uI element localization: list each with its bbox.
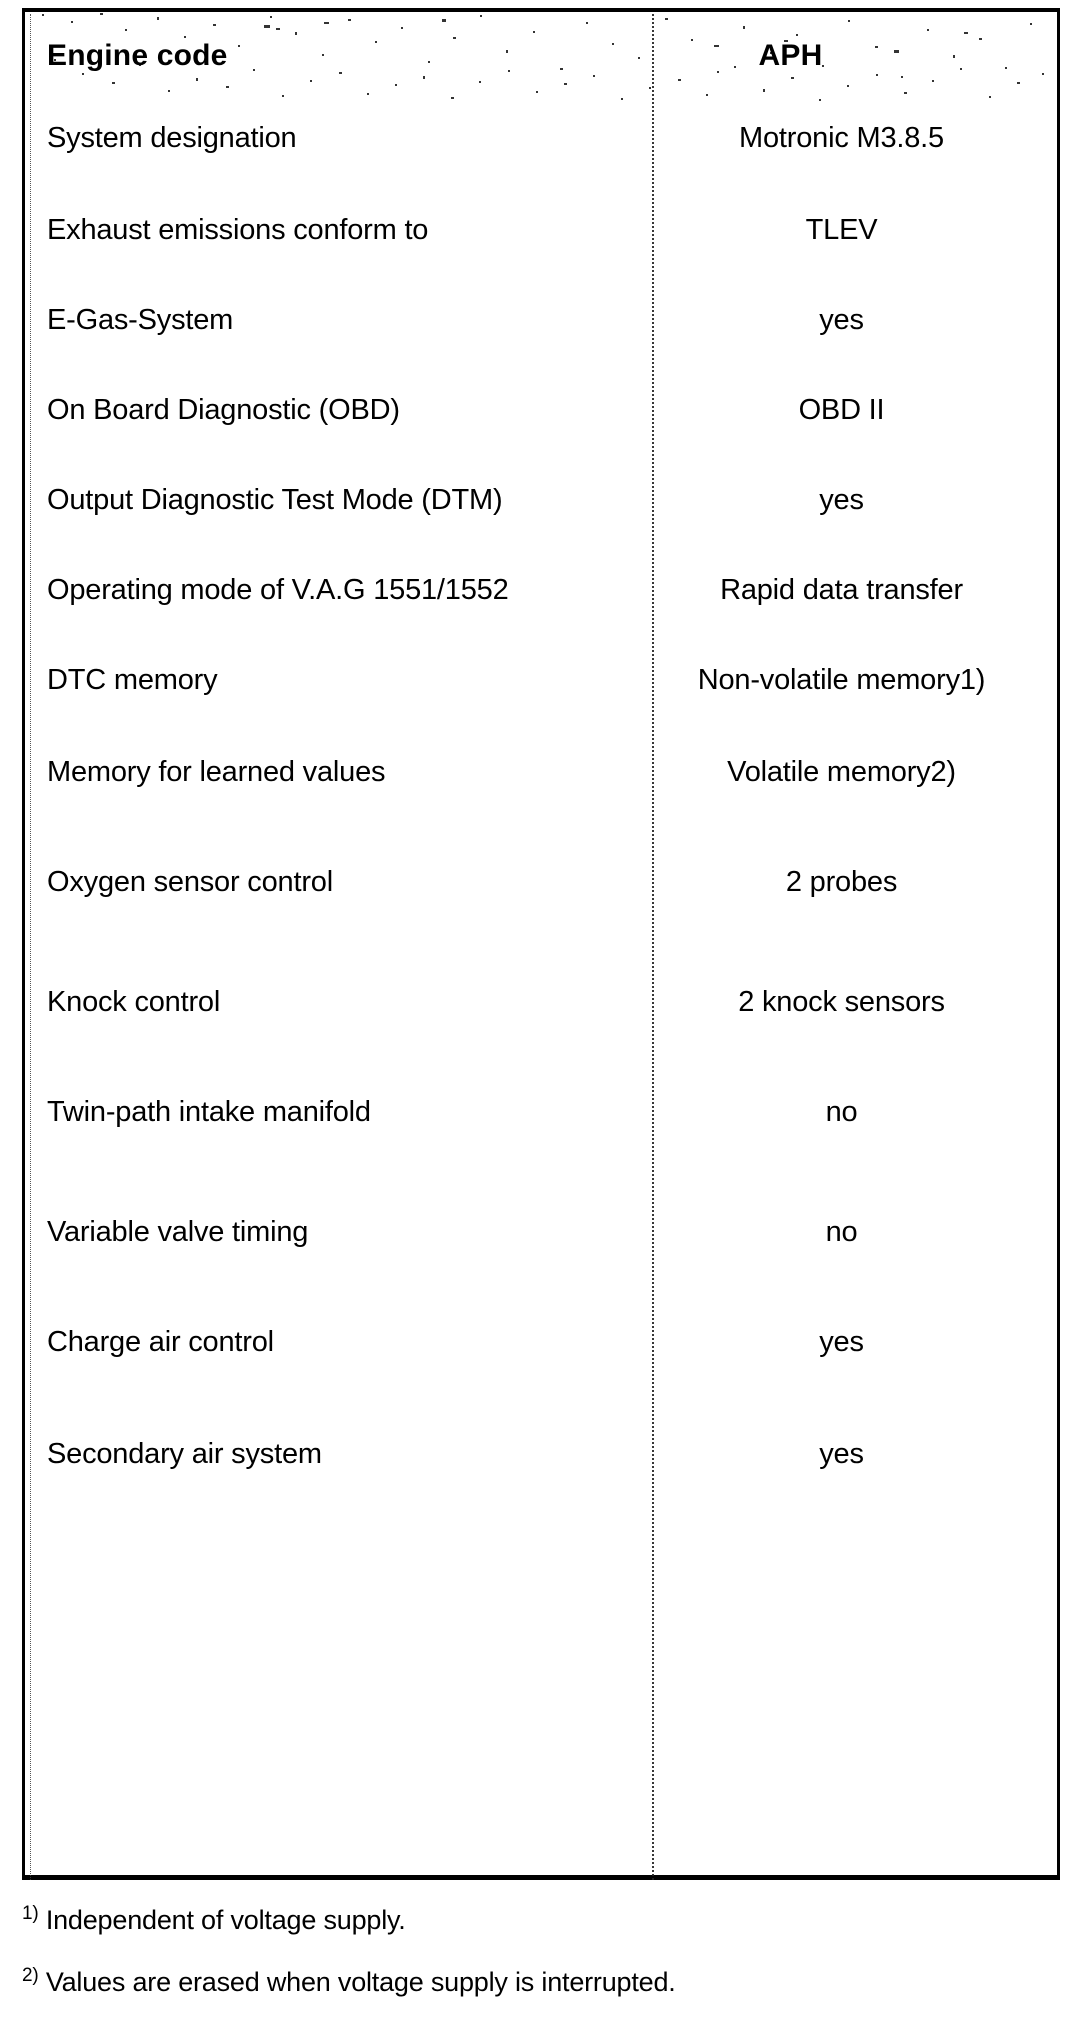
row-value: no xyxy=(825,1096,858,1128)
specification-table: Engine code APH System designation Motro… xyxy=(22,8,1060,1880)
table-row: Memory for learned values Volatile memor… xyxy=(25,750,1057,794)
row-value: yes xyxy=(819,304,864,336)
row-label: Secondary air system xyxy=(47,1438,322,1470)
row-label: Knock control xyxy=(47,986,221,1018)
row-label: Operating mode of V.A.G 1551/1552 xyxy=(47,574,509,606)
table-column-divider xyxy=(652,14,654,1880)
row-value: yes xyxy=(819,1326,864,1358)
row-value: Motronic M3.8.5 xyxy=(739,122,944,154)
row-label: Memory for learned values xyxy=(47,756,386,788)
footnote-1-marker: 1) xyxy=(22,1903,39,1924)
table-row: Operating mode of V.A.G 1551/1552 Rapid … xyxy=(25,568,1057,612)
row-label: Twin-path intake manifold xyxy=(47,1096,371,1128)
row-label: E-Gas-System xyxy=(47,304,234,336)
row-label: Charge air control xyxy=(47,1326,274,1358)
table-row: Output Diagnostic Test Mode (DTM) yes xyxy=(25,478,1057,522)
row-value: Rapid data transfer xyxy=(720,574,963,606)
table-row: E-Gas-System yes xyxy=(25,298,1057,342)
row-label: On Board Diagnostic (OBD) xyxy=(47,394,400,426)
table-left-inner-rule xyxy=(30,14,31,1880)
row-value: TLEV xyxy=(805,214,878,246)
row-value: Non-volatile memory1) xyxy=(697,664,986,696)
row-value: no xyxy=(825,1216,858,1248)
row-label: Exhaust emissions conform to xyxy=(47,214,429,246)
footnote-1-text: Independent of voltage supply. xyxy=(45,1905,406,1935)
table-row: Twin-path intake manifold no xyxy=(25,1090,1057,1134)
table-row: DTC memory Non-volatile memory1) xyxy=(25,658,1057,702)
footnote-2: 2) Values are erased when voltage supply… xyxy=(22,1966,1062,1998)
footnote-1: 1) Independent of voltage supply. xyxy=(22,1904,1062,1936)
table-row: Secondary air system yes xyxy=(25,1432,1057,1476)
row-value: 2 probes xyxy=(785,866,898,898)
footnote-2-text: Values are erased when voltage supply is… xyxy=(45,1967,676,1997)
row-label: DTC memory xyxy=(47,664,218,696)
table-row: Oxygen sensor control 2 probes xyxy=(25,860,1057,904)
table-row: System designation Motronic M3.8.5 xyxy=(25,116,1057,160)
row-value: OBD II xyxy=(798,394,885,426)
row-value: Volatile memory2) xyxy=(727,756,956,788)
table-header-row: Engine code APH xyxy=(25,26,1057,86)
table-row: Exhaust emissions conform to TLEV xyxy=(25,208,1057,252)
table-row: On Board Diagnostic (OBD) OBD II xyxy=(25,388,1057,432)
row-label: Variable valve timing xyxy=(47,1216,309,1248)
header-cell-engine-code: Engine code xyxy=(47,39,228,72)
row-label: Oxygen sensor control xyxy=(47,866,333,898)
row-value: yes xyxy=(819,484,864,516)
footnote-2-marker: 2) xyxy=(22,1965,39,1986)
row-label: Output Diagnostic Test Mode (DTM) xyxy=(47,484,503,516)
table-row: Knock control 2 knock sensors xyxy=(25,980,1057,1024)
row-value: 2 knock sensors xyxy=(738,986,945,1018)
row-value: yes xyxy=(819,1438,864,1470)
table-row: Charge air control yes xyxy=(25,1320,1057,1364)
row-label: System designation xyxy=(47,122,297,154)
table-row: Variable valve timing no xyxy=(25,1210,1057,1254)
header-cell-aph: APH xyxy=(758,39,823,72)
